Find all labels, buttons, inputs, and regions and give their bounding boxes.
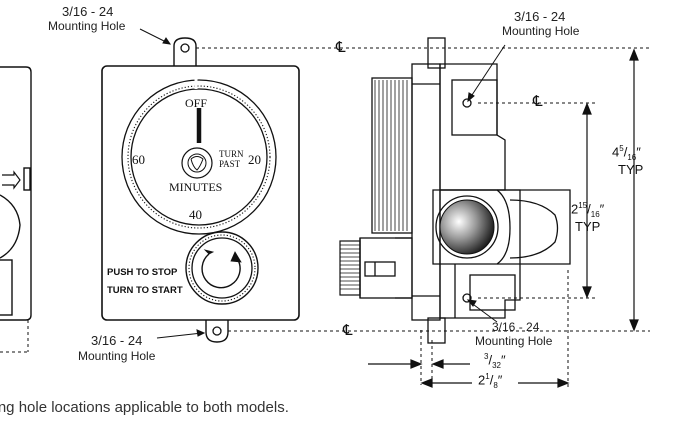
centerline-symbol-bottom: ℄	[343, 321, 353, 339]
offset-dimension: 3/32″	[484, 352, 506, 370]
caption: nting hole locations applicable to both …	[0, 399, 289, 416]
turn-to-start-label: TURN TO START	[107, 285, 183, 296]
dial-turn-label: TURN	[219, 149, 244, 159]
height-dimension: 45/16″	[612, 144, 641, 162]
front-leaders	[139, 28, 206, 339]
bottom-right-hole-label: Mounting Hole	[475, 334, 553, 348]
top-left-hole-size: 3/16 - 24	[62, 4, 114, 19]
dial-minutes-label: MINUTES	[169, 180, 223, 194]
dial-60-label: 60	[132, 152, 145, 167]
centerline-symbol-hole: ℄	[533, 92, 543, 110]
top-left-hole-label: Mounting Hole	[48, 19, 126, 33]
dimension-lines	[368, 48, 639, 388]
side-leaders	[466, 44, 506, 323]
dial-off-label: OFF	[185, 96, 208, 110]
front-view	[101, 37, 300, 343]
side-view	[339, 37, 571, 344]
left-partial-view	[0, 66, 32, 353]
bottom-left-hole-label: Mounting Hole	[78, 349, 156, 363]
bottom-left-hole-size: 3/16 - 24	[91, 333, 143, 348]
bottom-right-hole-size: 3/16 - 24	[492, 320, 540, 334]
hole-spacing-typ: TYP	[575, 219, 601, 234]
push-to-stop-label: PUSH TO STOP	[107, 267, 178, 278]
centerline-symbol-top: ℄	[336, 38, 346, 56]
height-typ: TYP	[618, 162, 644, 177]
depth-dimension: 21/8″	[478, 372, 503, 390]
hole-spacing-dimension: 215/16″	[571, 201, 605, 219]
dial-40-label: 40	[189, 207, 202, 222]
dial-20-label: 20	[248, 152, 261, 167]
dial-past-label: PAST	[219, 159, 241, 169]
top-right-hole-size: 3/16 - 24	[514, 9, 566, 24]
top-right-hole-label: Mounting Hole	[502, 24, 580, 38]
